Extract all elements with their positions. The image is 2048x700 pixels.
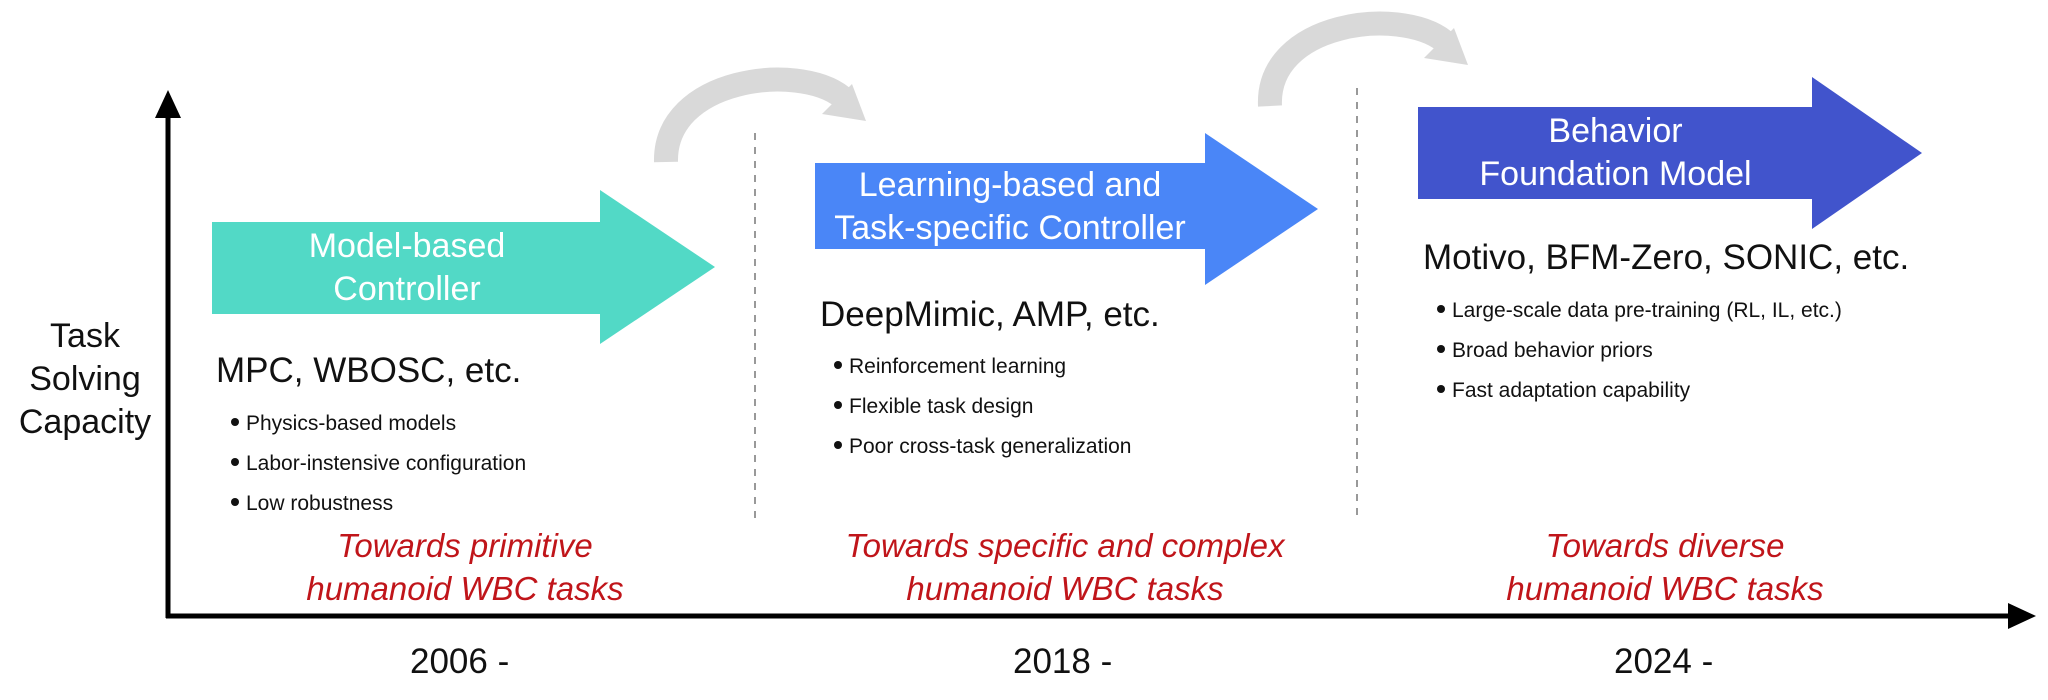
transition-arrow-1 <box>653 67 850 163</box>
stage-1-methods: MPC, WBOSC, etc. <box>216 351 522 390</box>
bullet-dot-icon <box>231 418 239 426</box>
transition-arrowhead-2 <box>1424 28 1468 65</box>
bullet-text: Low robustness <box>246 492 394 515</box>
stage-2-year: 2018 - <box>1013 642 1113 681</box>
stage-3-bullet-list: Large-scale data pre-training (RL, IL, e… <box>1437 291 1842 411</box>
stage-3-goal: Towards diverse humanoid WBC tasks <box>1445 524 1885 610</box>
stage-2-arrow-title: Learning-based and Task-specific Control… <box>805 164 1215 250</box>
list-item: Labor-instensive configuration <box>231 444 526 484</box>
bullet-text: Flexible task design <box>849 395 1034 418</box>
list-item: Poor cross-task generalization <box>834 427 1131 467</box>
stage-2-goal-line: humanoid WBC tasks <box>906 570 1224 607</box>
bullet-text: Labor-instensive configuration <box>246 452 527 475</box>
stage-arrow-learning-based <box>815 133 1318 285</box>
stage-1-arrow-title-line: Controller <box>333 270 481 308</box>
bullet-text: Reinforcement learning <box>849 355 1067 378</box>
list-item: Physics-based models <box>231 404 526 444</box>
bullet-text: Broad behavior priors <box>1452 339 1653 362</box>
stage-2-arrow-title-line: Learning-based and <box>858 166 1162 204</box>
stage-3-year: 2024 - <box>1614 642 1714 681</box>
bullet-text: Physics-based models <box>246 412 457 435</box>
stage-1-goal-line: humanoid WBC tasks <box>306 570 624 607</box>
stage-1-year: 2006 - <box>410 642 510 681</box>
bullet-dot-icon <box>1437 345 1445 353</box>
stage-3-goal-line: humanoid WBC tasks <box>1506 570 1824 607</box>
list-item: Reinforcement learning <box>834 347 1131 387</box>
bullet-text: Fast adaptation capability <box>1452 379 1691 402</box>
bullet-text: Large-scale data pre-training (RL, IL, e… <box>1452 299 1842 322</box>
stage-3-goal-line: Towards diverse <box>1545 527 1785 564</box>
stage-3-methods: Motivo, BFM-Zero, SONIC, etc. <box>1423 238 1910 277</box>
list-item: Broad behavior priors <box>1437 331 1842 371</box>
bullet-dot-icon <box>834 361 842 369</box>
stage-3-arrow-title: Behavior Foundation Model <box>1418 110 1813 196</box>
list-item: Flexible task design <box>834 387 1131 427</box>
y-axis-label-line: Solving <box>29 360 141 398</box>
x-axis-arrowhead <box>2008 603 2036 629</box>
stage-3-arrow-title-line: Foundation Model <box>1479 155 1752 193</box>
bullet-dot-icon <box>834 441 842 449</box>
transition-arrowhead-1 <box>822 84 866 121</box>
stage-1-goal-line: Towards primitive <box>337 527 593 564</box>
stage-1-bullet-list: Physics-based models Labor-instensive co… <box>231 404 526 524</box>
stage-2-arrow-title-line: Task-specific Controller <box>834 209 1186 247</box>
bullet-text: Poor cross-task generalization <box>849 435 1132 458</box>
list-item: Low robustness <box>231 484 526 524</box>
y-axis-label-line: Task <box>50 317 120 355</box>
stage-1-arrow-title: Model-based Controller <box>212 225 602 311</box>
stage-1-goal: Towards primitive humanoid WBC tasks <box>255 524 675 610</box>
stage-2-bullet-list: Reinforcement learning Flexible task des… <box>834 347 1131 467</box>
bullet-dot-icon <box>1437 385 1445 393</box>
transition-arrow-2 <box>1258 11 1452 107</box>
bullet-dot-icon <box>834 401 842 409</box>
stage-2-goal-line: Towards specific and complex <box>845 527 1285 564</box>
stage-3-arrow-title-line: Behavior <box>1548 112 1683 150</box>
y-axis-arrowhead <box>155 90 181 118</box>
stage-arrow-model-based <box>212 190 715 344</box>
y-axis-label: Task Solving Capacity <box>0 315 170 444</box>
list-item: Large-scale data pre-training (RL, IL, e… <box>1437 291 1842 331</box>
stage-arrow-behavior-foundation <box>1418 77 1922 229</box>
y-axis-label-line: Capacity <box>18 403 152 441</box>
list-item: Fast adaptation capability <box>1437 371 1842 411</box>
stage-2-methods: DeepMimic, AMP, etc. <box>820 295 1160 334</box>
bullet-dot-icon <box>231 498 239 506</box>
stage-2-goal: Towards specific and complex humanoid WB… <box>800 524 1330 610</box>
bullet-dot-icon <box>1437 305 1445 313</box>
stage-1-arrow-title-line: Model-based <box>308 227 506 265</box>
bullet-dot-icon <box>231 458 239 466</box>
